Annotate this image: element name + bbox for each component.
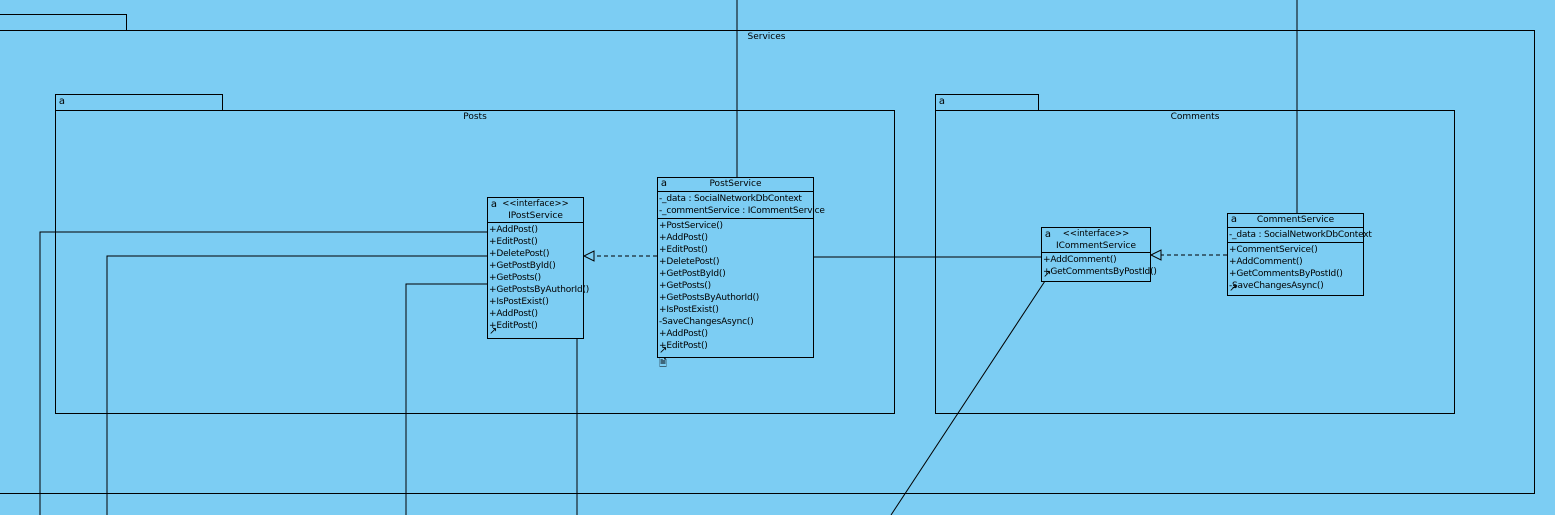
class-icon: a: [1230, 214, 1238, 225]
operation: +AddComment(): [1229, 257, 1303, 267]
comments-package-tab[interactable]: a: [935, 94, 1039, 111]
operation: +EditPost(): [659, 245, 708, 255]
class-header: a <<interface>> IPostService: [488, 198, 583, 223]
services-package-tab[interactable]: [0, 14, 127, 31]
operation: +GetPostsByAuthorId(): [489, 285, 590, 295]
operation: +IsPostExist(): [659, 305, 719, 315]
class-header: a PostService: [658, 178, 813, 192]
class-header: a CommentService: [1228, 214, 1363, 228]
operation: +AddPost(): [659, 329, 708, 339]
package-name: Posts: [463, 112, 487, 122]
class-icommentservice[interactable]: a <<interface>> ICommentService +AddComm…: [1041, 227, 1157, 282]
class-commentservice[interactable]: a CommentService -_data : SocialNetworkD…: [1227, 213, 1372, 296]
package-name: Services: [747, 32, 786, 42]
operations: +CommentService() +AddComment() +GetComm…: [1228, 243, 1363, 292]
attributes: -_data : SocialNetworkDbContext: [1228, 228, 1372, 243]
link-icon[interactable]: ↗: [1229, 283, 1238, 294]
class-icon: a: [1044, 229, 1052, 240]
operation: +AddPost(): [489, 225, 538, 235]
operation: +EditPost(): [489, 321, 538, 331]
operation: +GetPostById(): [659, 269, 726, 279]
comments-package[interactable]: Comments: [935, 110, 1455, 414]
external-link: [39, 231, 488, 515]
class-ipostservice[interactable]: a <<interface>> IPostService +AddPost() …: [487, 197, 590, 339]
attributes: -_data : SocialNetworkDbContext -_commen…: [658, 192, 825, 219]
operations: +PostService() +AddPost() +EditPost() +D…: [658, 219, 813, 352]
operation: +GetPostById(): [489, 261, 556, 271]
class-header: a <<interface>> ICommentService: [1042, 228, 1150, 253]
class-name: PostService: [709, 179, 762, 189]
operation: +EditPost(): [489, 237, 538, 247]
operation: +AddComment(): [1043, 255, 1117, 265]
operation: +DeletePost(): [659, 257, 720, 267]
package-icon: a: [938, 96, 946, 107]
class-icon: a: [660, 178, 668, 189]
link-icon[interactable]: ↗: [1043, 269, 1052, 280]
operation: +DeletePost(): [489, 249, 550, 259]
realization-arrowhead: [1149, 249, 1162, 261]
operation: +GetPosts(): [489, 273, 541, 283]
external-link: [405, 283, 488, 515]
class-icon: a: [490, 199, 498, 210]
operation: +EditPost(): [659, 341, 708, 351]
stereotype: <<interface>>: [502, 199, 569, 209]
package-name: Comments: [1170, 112, 1220, 122]
stereotype: <<interface>>: [1062, 229, 1130, 239]
operation: +AddPost(): [489, 309, 538, 319]
external-link: [890, 280, 1046, 515]
class-postservice[interactable]: a PostService -_data : SocialNetworkDbCo…: [657, 177, 825, 358]
operation: +GetCommentsByPostId(): [1229, 269, 1343, 279]
operation: +GetPosts(): [659, 281, 711, 291]
external-link: [106, 255, 488, 515]
operation: +AddPost(): [659, 233, 708, 243]
class-name: CommentService: [1256, 215, 1335, 225]
package-icon: a: [58, 96, 66, 107]
posts-package[interactable]: Posts: [55, 110, 895, 414]
attribute: -_data : SocialNetworkDbContext: [659, 194, 802, 204]
operations: +AddPost() +EditPost() +DeletePost() +Ge…: [488, 223, 590, 332]
class-name: IPostService: [508, 211, 563, 221]
operation: +GetPostsByAuthorId(): [659, 293, 760, 303]
note-icon[interactable]: 🗎: [659, 358, 668, 369]
operation: -SaveChangesAsync(): [659, 317, 754, 327]
operation: +IsPostExist(): [489, 297, 549, 307]
link-icon[interactable]: ↗: [659, 345, 668, 356]
operations: +AddComment() +GetCommentsByPostId(): [1042, 253, 1157, 278]
attribute: -_commentService : ICommentService: [659, 206, 825, 216]
link-icon[interactable]: ↗: [489, 326, 498, 337]
operation: -SaveChangesAsync(): [1229, 281, 1324, 291]
posts-package-tab[interactable]: a: [55, 94, 223, 111]
operation: +CommentService(): [1229, 245, 1318, 255]
attribute: -_data : SocialNetworkDbContext: [1229, 230, 1372, 240]
class-name: ICommentService: [1055, 241, 1136, 251]
operation: +GetCommentsByPostId(): [1043, 267, 1157, 277]
operation: +PostService(): [659, 221, 723, 231]
realization-arrowhead: [582, 250, 595, 262]
services-package[interactable]: Services: [0, 30, 1535, 494]
